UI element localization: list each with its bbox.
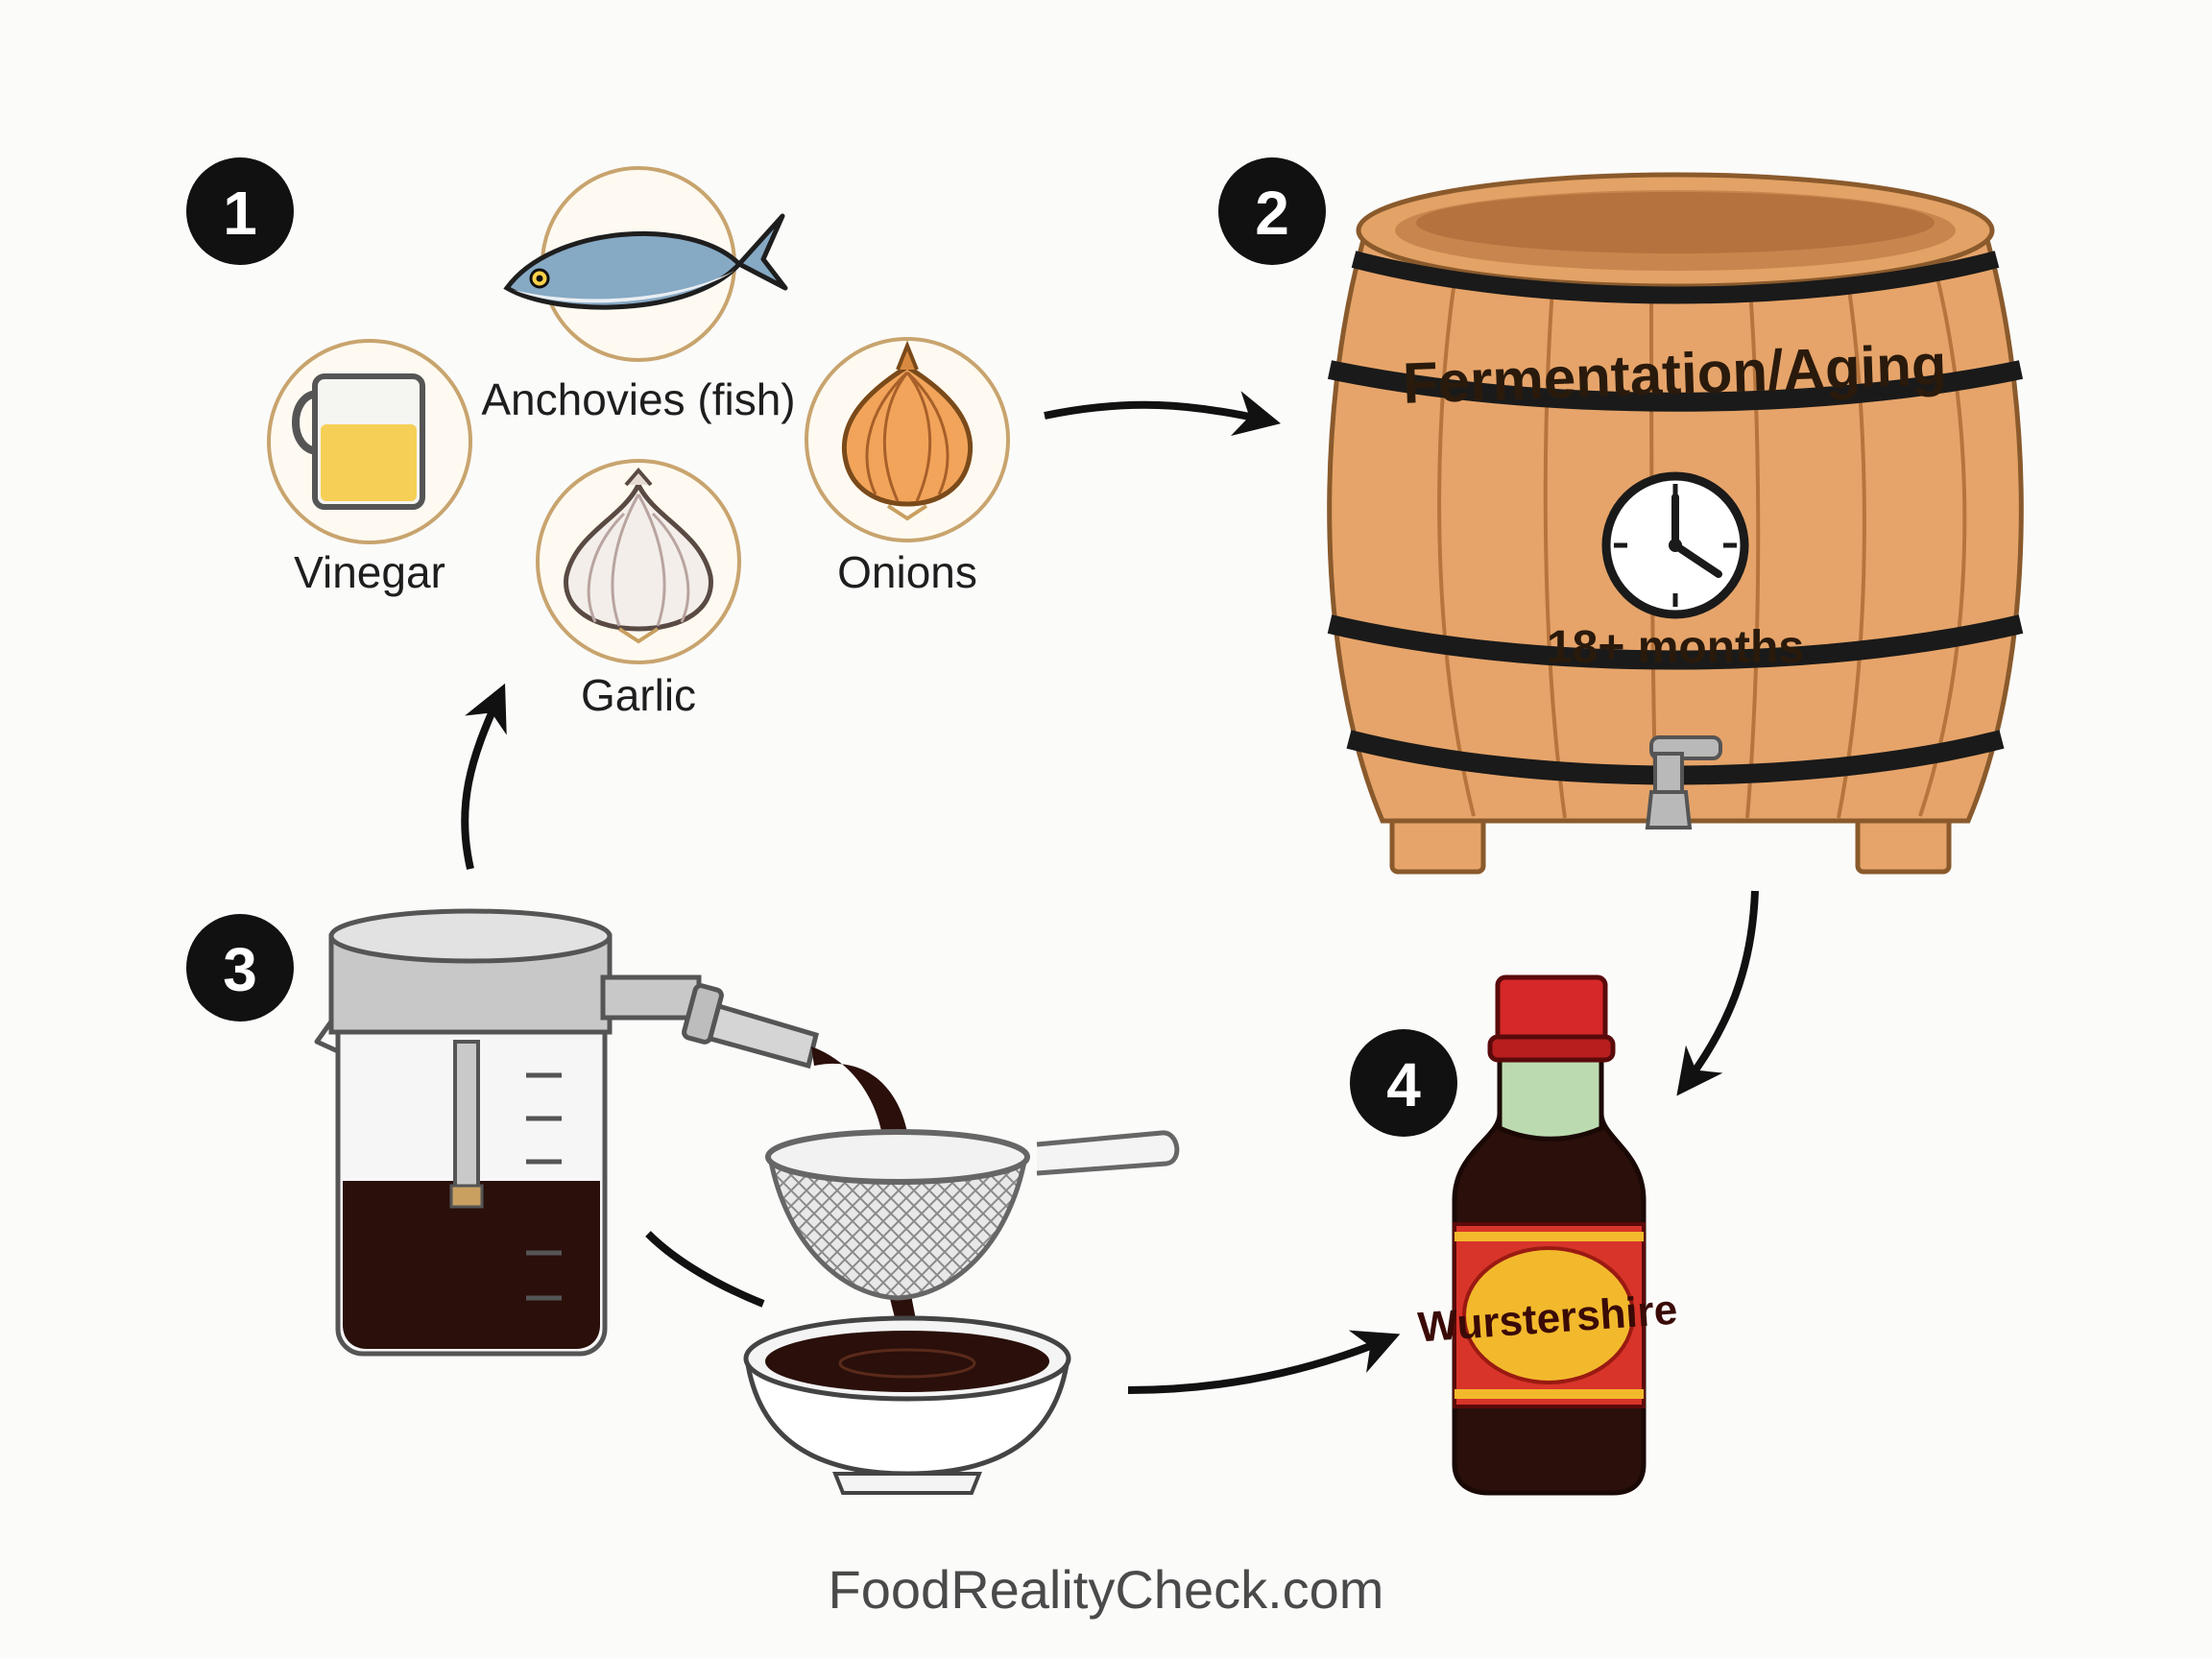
arrow-3-to-4 (1127, 1330, 1401, 1394)
onions-item: Onions (805, 337, 1010, 597)
clock-icon (1601, 471, 1749, 619)
step-2-fermentation: 2 Fermentation/Aging (1218, 157, 2024, 875)
fermentation-duration: 18+ months (1547, 622, 1804, 673)
bottle-icon (1452, 974, 1647, 1496)
arrow-1-to-2 (1044, 391, 1282, 437)
mug-icon (292, 373, 425, 510)
step-4-bottling: 4 Wurstershire (1350, 974, 1679, 1496)
step-2-number: 2 (1255, 179, 1289, 248)
step-3-number: 3 (223, 935, 257, 1004)
step-2-badge: 2 (1218, 157, 1326, 265)
step-1-number: 1 (223, 179, 257, 248)
garlic-icon (564, 467, 713, 644)
bowl-icon (743, 1315, 1071, 1495)
strainer-icon (765, 1129, 1180, 1301)
arrow-jug-to-bowl (645, 1231, 765, 1308)
vinegar-label: Vinegar (294, 547, 445, 597)
press-icon (314, 908, 820, 1357)
garlic-item: Garlic (536, 459, 741, 720)
tap-icon (1645, 735, 1722, 830)
footer-credit: FoodRealityCheck.com (829, 1559, 1384, 1620)
onions-label: Onions (837, 547, 977, 597)
step-4-number: 4 (1386, 1050, 1421, 1119)
step-1-ingredients: 1 Anchovies (fish) Vinegar (186, 157, 1010, 720)
step-3-badge: 3 (186, 914, 294, 1022)
anchovies-item: Anchovies (fish) (481, 166, 796, 424)
fish-icon (503, 213, 788, 310)
garlic-label: Garlic (581, 670, 696, 720)
vinegar-item: Vinegar (267, 339, 472, 597)
anchovies-label: Anchovies (fish) (481, 374, 795, 424)
onion-icon (841, 340, 974, 521)
step-4-badge: 4 (1350, 1029, 1457, 1137)
step-1-badge: 1 (186, 157, 294, 265)
arrow-2-to-4 (1676, 890, 1759, 1096)
step-3-straining: 3 (186, 908, 1180, 1495)
arrow-3-to-1 (461, 683, 507, 870)
